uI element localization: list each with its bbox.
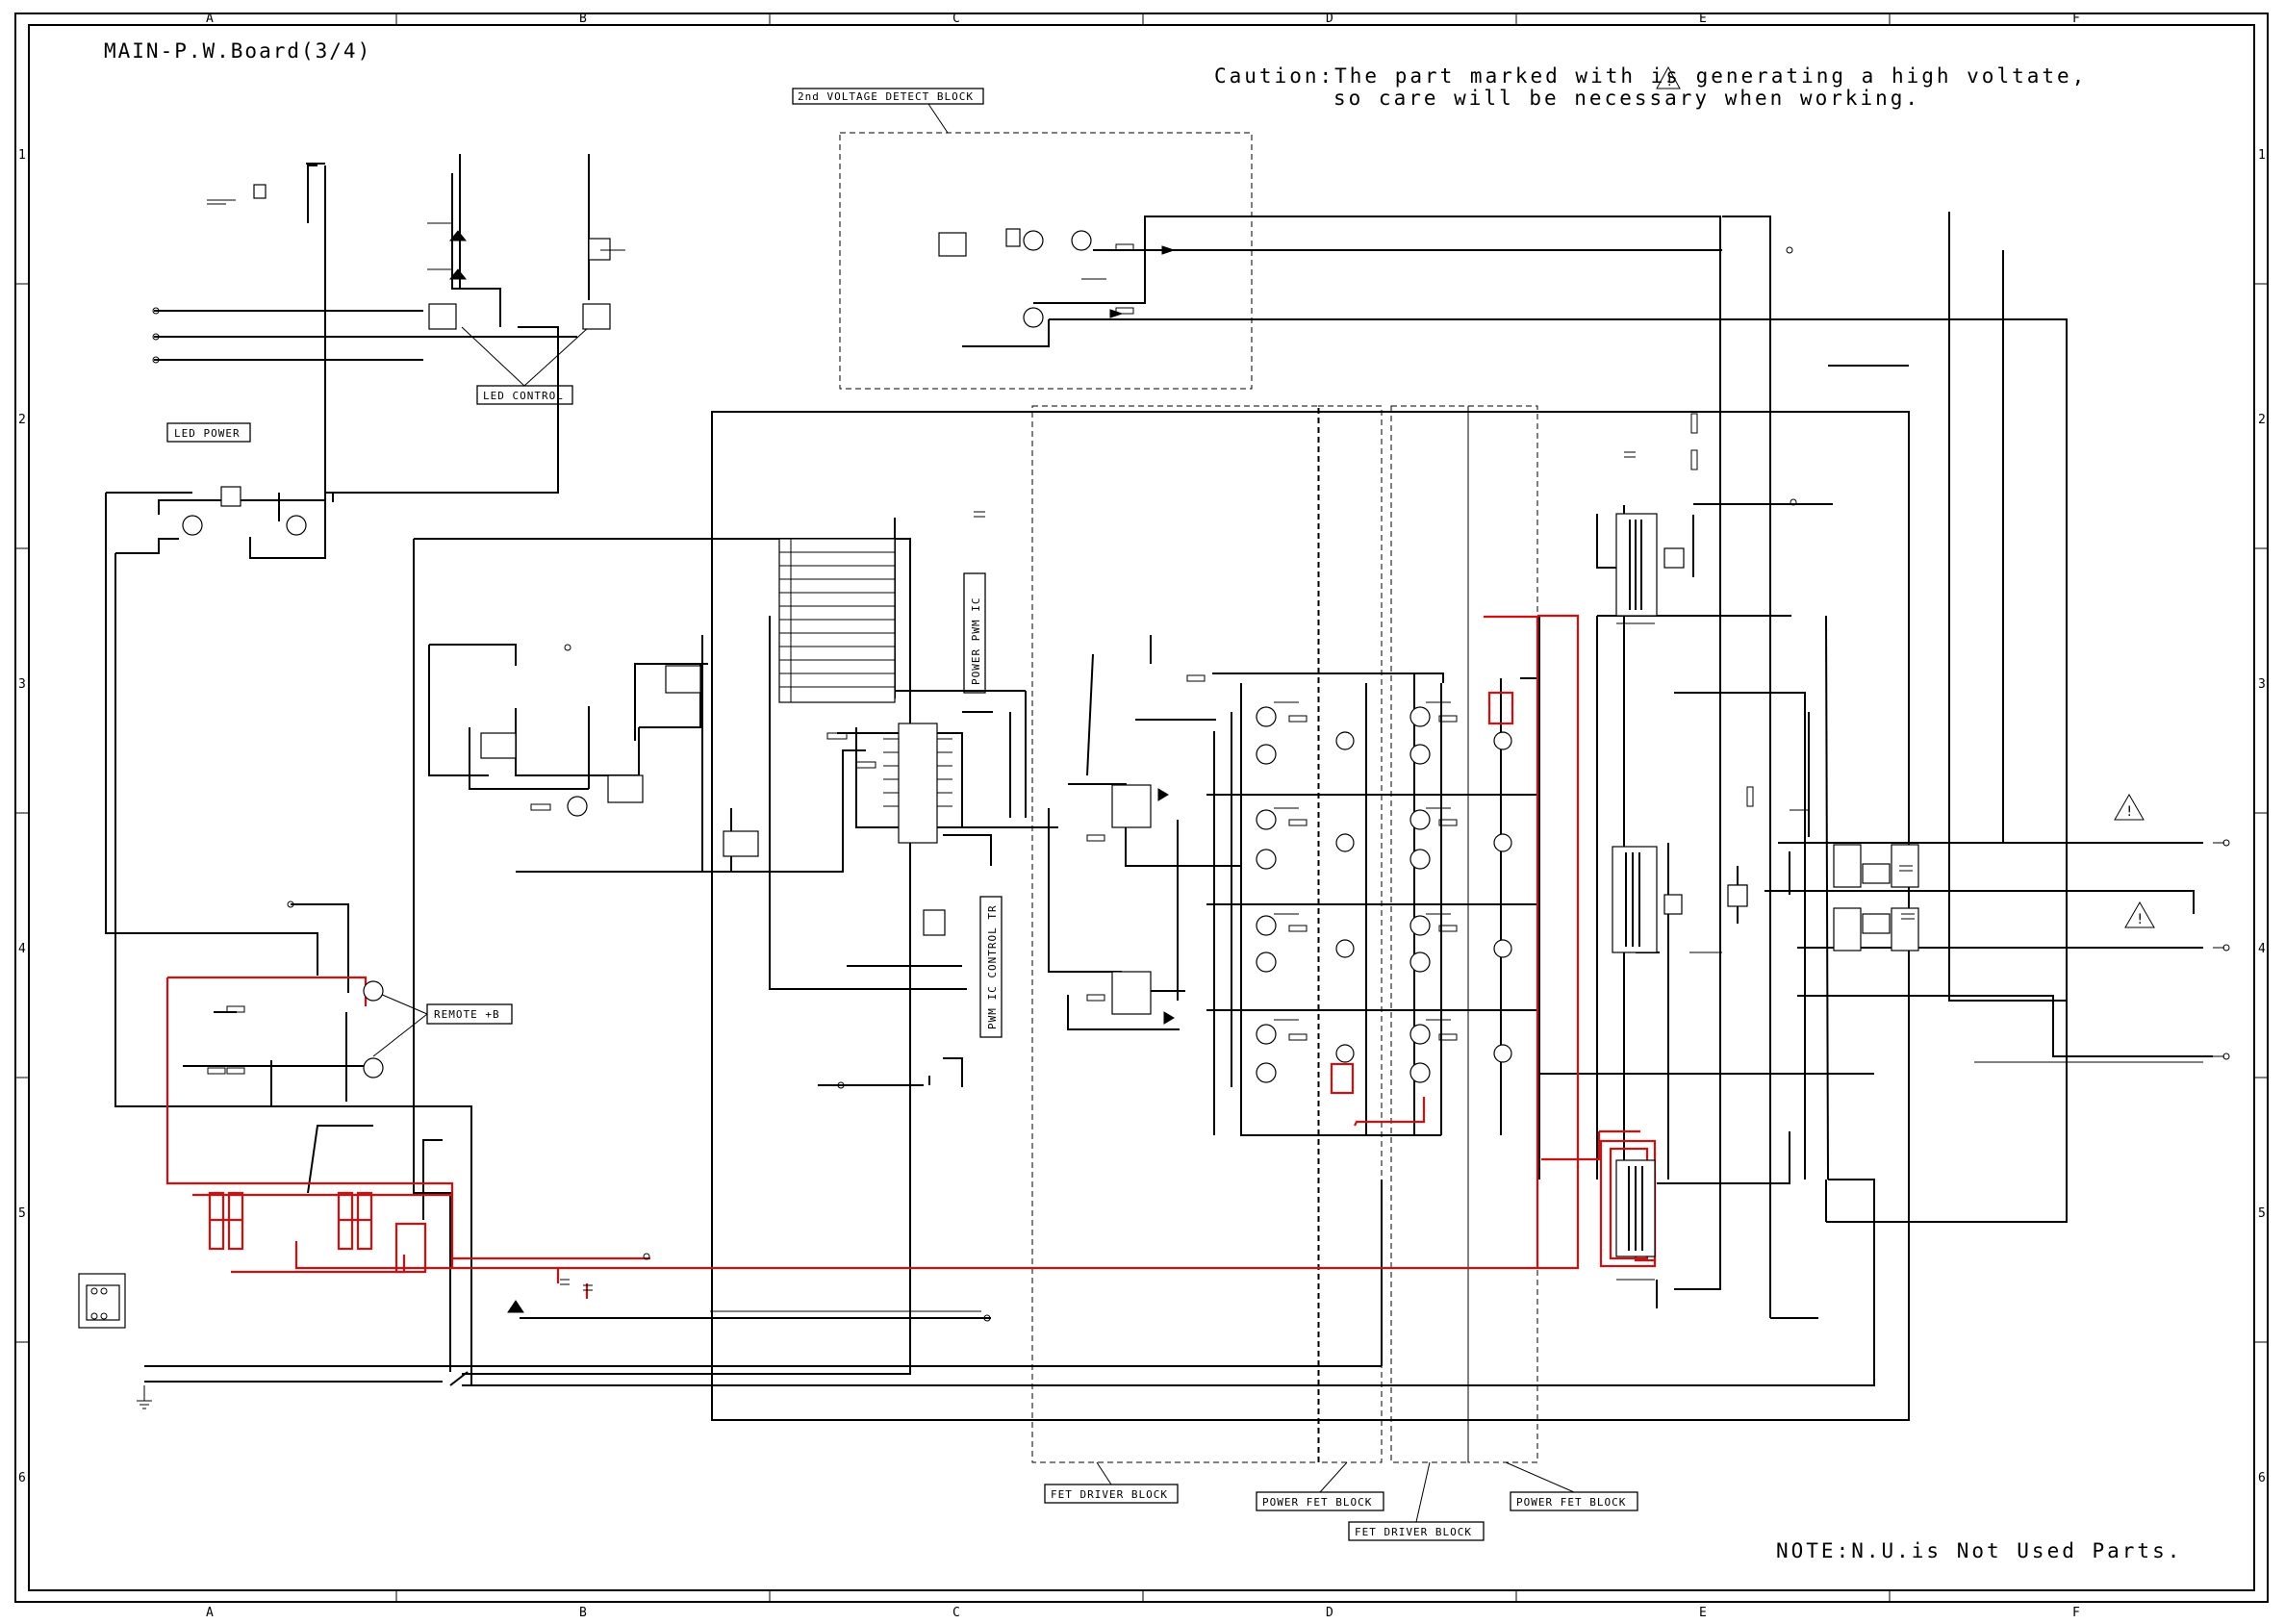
- block-regions: [839, 132, 1538, 1463]
- grid-col-label: C: [952, 12, 960, 26]
- part-annotation-marks: [207, 199, 2203, 1312]
- grid-column-labels-top: A B C D E F: [206, 12, 2080, 26]
- caution-mark: !: [1665, 74, 1673, 89]
- grid-col-label: E: [1699, 1606, 1707, 1620]
- grid-col-label: E: [1699, 12, 1707, 26]
- led-power-label: LED POWER: [174, 427, 241, 440]
- pwm-pin-table: [778, 538, 896, 703]
- pwm-ic-chip: [898, 723, 938, 844]
- fet-driver-region-2: [1390, 405, 1469, 1463]
- fet-driver-label-1: FET DRIVER BLOCK: [1051, 1488, 1168, 1501]
- warning-icon: [2124, 901, 2155, 928]
- grid-column-labels-bottom: A B C D E F: [206, 1606, 2080, 1620]
- power-fet-region-2: [1467, 405, 1538, 1463]
- sheet-border: [14, 13, 2269, 1603]
- components: [78, 184, 2230, 1409]
- grid-row-label: 1: [2258, 148, 2266, 163]
- voltage-detect-label: 2nd VOLTAGE DETECT BLOCK: [798, 90, 974, 103]
- power-fet-label-2: POWER FET BLOCK: [1516, 1496, 1626, 1509]
- grid-row-label: 2: [2258, 413, 2266, 427]
- wiring: [105, 154, 2213, 1421]
- warning-mark: !: [2125, 804, 2133, 820]
- transformer-t9901: [1615, 513, 1685, 617]
- ground-symbol: [137, 1385, 152, 1409]
- grid-row-label: 2: [18, 413, 26, 427]
- grid-row-label: 5: [18, 1206, 26, 1221]
- label-leaders: [372, 103, 1575, 1523]
- warning-mark: !: [2136, 912, 2144, 927]
- fet-driver-label-2: FET DRIVER BLOCK: [1355, 1526, 1472, 1538]
- ac-input-connector: [78, 1273, 126, 1329]
- output-chokes: [1833, 844, 1919, 952]
- driver-ic-chip: [1111, 784, 1152, 828]
- grid-col-label: D: [1326, 1606, 1333, 1620]
- grid-row-label: 6: [2258, 1471, 2266, 1485]
- grid-row-label: 6: [18, 1471, 26, 1485]
- driver-ic-chip: [1111, 971, 1152, 1015]
- grid-col-label: A: [206, 1606, 214, 1620]
- pwm-ic-control-tr-label: PWM IC CONTROL TR: [986, 904, 999, 1029]
- caution-line-2: so care will be necessary when working.: [1333, 87, 1920, 110]
- caution-line-1: Caution:The part marked with is generati…: [1214, 64, 2087, 88]
- page-title: MAIN-P.W.Board(3/4): [104, 39, 371, 63]
- power-fet-region-1: [1317, 405, 1383, 1463]
- grid-col-label: F: [2072, 1606, 2080, 1620]
- led-control-label: LED CONTROL: [483, 390, 564, 402]
- block-labels: 2nd VOLTAGE DETECT BLOCK LED CONTROL LED…: [166, 88, 1638, 1541]
- transformer-t9902: [1612, 846, 1748, 953]
- fet-driver-region-1: [1031, 405, 1320, 1463]
- remote-label: REMOTE +B: [434, 1008, 500, 1021]
- grid-row-label: 4: [2258, 942, 2266, 956]
- warning-icon: [2114, 793, 2145, 821]
- grid-row-labels-left: 1 2 3 4 5 6: [18, 148, 26, 1485]
- output-warnings: ! !: [2114, 793, 2155, 928]
- highlight-traces: [165, 614, 1657, 1299]
- caution-text: Caution:The part marked with is generati…: [1214, 64, 2087, 110]
- grid-col-label: A: [206, 12, 214, 26]
- control-ic-chip: [923, 909, 946, 936]
- grid-row-label: 4: [18, 942, 26, 956]
- transformer-t9903: [1615, 1159, 1656, 1257]
- caution-warning-icon: [1656, 65, 1681, 89]
- grid-row-label: 3: [2258, 677, 2266, 692]
- grid-col-label: B: [579, 12, 587, 26]
- grid-row-label: 1: [18, 148, 26, 163]
- grid-col-label: D: [1326, 12, 1333, 26]
- power-fet-label-1: POWER FET BLOCK: [1262, 1496, 1372, 1509]
- grid-row-label: 3: [18, 677, 26, 692]
- grid-row-labels-right: 1 2 3 4 5 6: [2258, 148, 2266, 1485]
- grid-col-label: C: [952, 1606, 960, 1620]
- grid-col-label: B: [579, 1606, 587, 1620]
- grid-row-label: 5: [2258, 1206, 2266, 1221]
- grid-col-label: F: [2072, 12, 2080, 26]
- voltage-detect-region: [839, 132, 1253, 390]
- power-pwm-ic-label: POWER PWM IC: [970, 597, 982, 685]
- note-text: NOTE:N.U.is Not Used Parts.: [1776, 1539, 2182, 1562]
